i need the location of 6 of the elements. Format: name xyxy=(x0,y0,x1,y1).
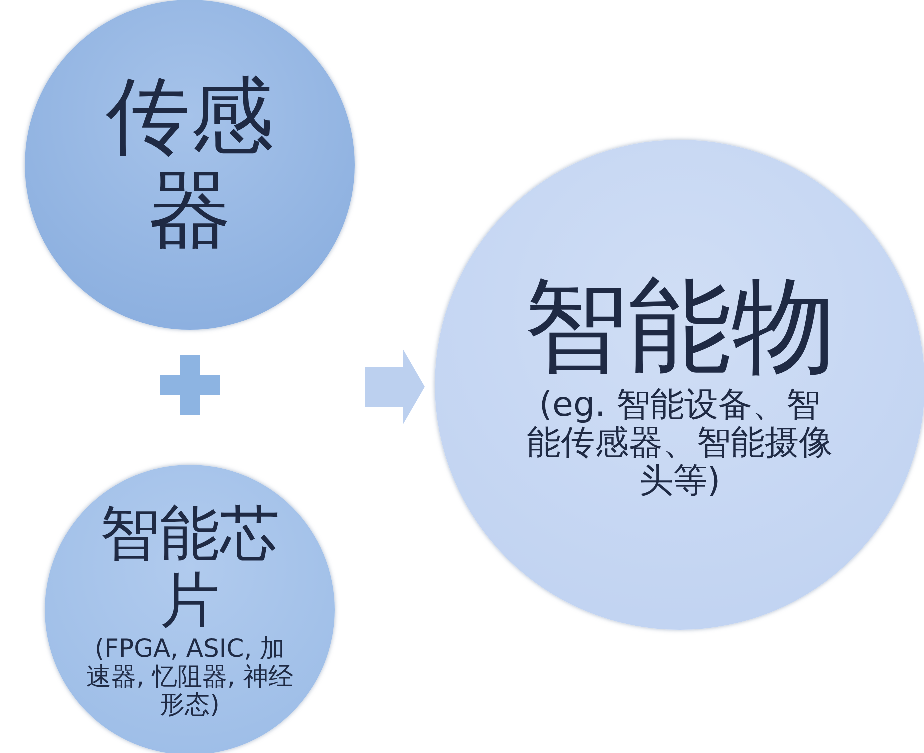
circle-note: (FPGA, ASIC, 加速器, 忆阻器, 神经形态) xyxy=(86,635,294,720)
circle-title: 传感器 xyxy=(105,70,275,260)
circle-title: 智能物 xyxy=(524,270,836,386)
circle-note: (eg. 智能设备、智能传感器、智能摄像头等) xyxy=(526,386,834,500)
arrow xyxy=(365,349,425,425)
circle-title: 智能芯片 xyxy=(99,500,281,636)
